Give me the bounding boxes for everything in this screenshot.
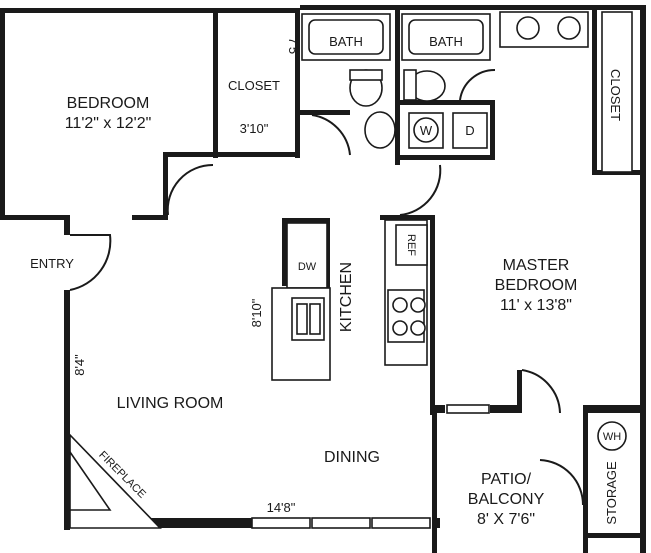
closet-label: CLOSET xyxy=(228,78,280,93)
closet-depth-dimension: 7'5" xyxy=(286,37,301,59)
bedroom-size: 11'2" x 12'2" xyxy=(65,115,152,132)
patio-label-line-2: BALCONY xyxy=(468,491,545,508)
kitchen-depth-dimension: 8'10" xyxy=(249,298,264,327)
bedroom-label: BEDROOM xyxy=(67,95,150,112)
patio-size: 8' X 7'6" xyxy=(477,511,535,528)
living-room-label: LIVING ROOM xyxy=(117,395,224,412)
washer-label: W xyxy=(420,123,433,138)
dining-label: DINING xyxy=(324,449,380,466)
master-bedroom-label-line-2: BEDROOM xyxy=(495,277,578,294)
master-closet-label: CLOSET xyxy=(608,69,623,121)
storage-label: STORAGE xyxy=(604,461,619,525)
fixtures xyxy=(69,11,633,529)
water-heater-label: WH xyxy=(603,431,621,443)
bath-1-label: BATH xyxy=(329,34,363,49)
width-dimension: 14'8" xyxy=(267,500,296,515)
patio-label-line-1: PATIO/ xyxy=(481,471,532,488)
master-bedroom-size: 11' x 13'8" xyxy=(500,297,572,314)
refrigerator-label: REF xyxy=(405,234,417,256)
master-bedroom-label-line-1: MASTER xyxy=(503,257,570,274)
dryer-label: D xyxy=(465,123,474,138)
bath-2-label: BATH xyxy=(429,34,463,49)
entry-label: ENTRY xyxy=(30,256,74,271)
closet-width-dimension: 3'10" xyxy=(240,121,269,136)
living-room-depth-dimension: 8'4" xyxy=(72,354,87,376)
dishwasher-label: DW xyxy=(298,261,317,273)
kitchen-label: KITCHEN xyxy=(338,262,355,332)
